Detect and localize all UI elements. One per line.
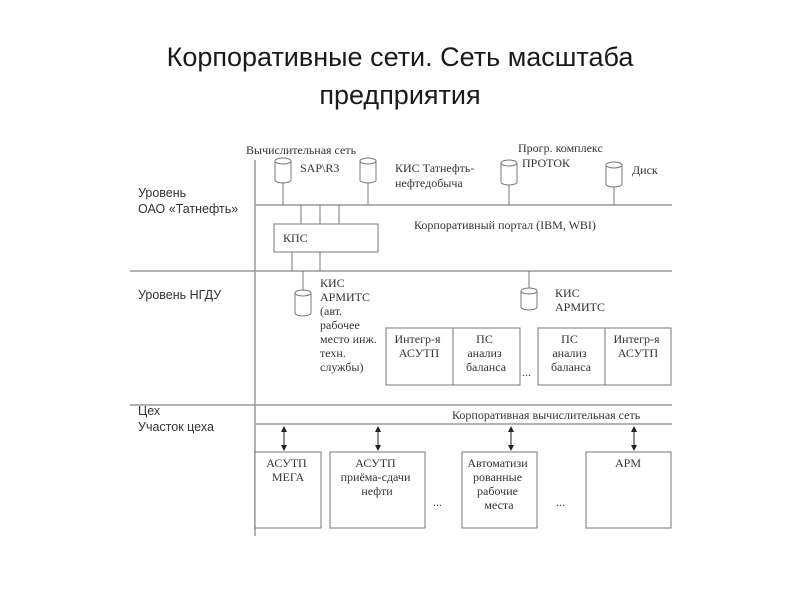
top-network-label: Вычислительная сеть bbox=[246, 143, 357, 157]
level-label-workshop: Цех Участок цеха bbox=[138, 404, 214, 434]
node-label-sap: SAP\R3 bbox=[300, 161, 339, 175]
node-label-kis-tatneft: КИС Татнефть- нефтедобыча bbox=[395, 161, 477, 190]
kis-armits-left-label: КИС АРМИТС (авт. рабочее место инж. техн… bbox=[320, 276, 380, 374]
database-icon-kis-armits-left bbox=[294, 271, 312, 317]
workshop-box-asutp-mega bbox=[254, 451, 322, 529]
kps-label: КПС bbox=[283, 231, 308, 245]
bidirectional-arrow-icon bbox=[631, 426, 637, 451]
workshop-box-workstations-label: Автоматизи рованные рабочие места bbox=[467, 456, 530, 512]
workshop-ellipsis-2: ... bbox=[556, 495, 565, 509]
kps-box bbox=[273, 223, 379, 253]
node-label-disk: Диск bbox=[632, 163, 658, 177]
kis-armits-right-label: КИС АРМИТС bbox=[555, 286, 605, 314]
node-label-protok: Прогр. комплекс ПРОТОК bbox=[518, 141, 606, 170]
workshop-box-asutp-oil-label: АСУТП приёма-сдачи нефти bbox=[341, 456, 414, 498]
integration-asutp-left: Интегр-я АСУТП bbox=[394, 332, 443, 360]
workshop-box-arm-label: АРМ bbox=[615, 456, 641, 470]
database-icon-disk bbox=[605, 161, 623, 205]
corporate-portal-label: Корпоративный портал (IBM, WBI) bbox=[414, 218, 596, 232]
workshop-box-workstations bbox=[461, 451, 538, 529]
bidirectional-arrow-icon bbox=[281, 426, 287, 451]
database-icon-sap bbox=[274, 157, 292, 205]
level-label-ngdu: Уровень НГДУ bbox=[138, 288, 221, 302]
ps-balance-right: ПС анализ баланса bbox=[551, 332, 592, 374]
ngdu-ellipsis: ... bbox=[522, 365, 531, 379]
database-icon-kis-tatneft bbox=[359, 157, 377, 205]
bidirectional-arrow-icon bbox=[508, 426, 514, 451]
workshop-box-asutp-oil bbox=[329, 451, 426, 529]
workshop-network-label: Корпоративная вычислительная сеть bbox=[452, 408, 641, 422]
workshop-ellipsis-1: ... bbox=[433, 495, 442, 509]
ps-balance-left: ПС анализ баланса bbox=[466, 332, 507, 374]
database-icon-protok bbox=[500, 159, 518, 205]
integration-asutp-right: Интегр-я АСУТП bbox=[613, 332, 662, 360]
page-title: Корпоративные сети. Сеть масштаба предпр… bbox=[166, 42, 634, 110]
workshop-box-arm bbox=[585, 451, 672, 529]
level-label-oao: Уровень ОАО «Татнефть» bbox=[138, 186, 238, 216]
workshop-box-asutp-mega-label: АСУТП МЕГА bbox=[266, 456, 309, 484]
bidirectional-arrow-icon bbox=[375, 426, 381, 451]
database-icon-kis-armits-right bbox=[520, 271, 538, 311]
